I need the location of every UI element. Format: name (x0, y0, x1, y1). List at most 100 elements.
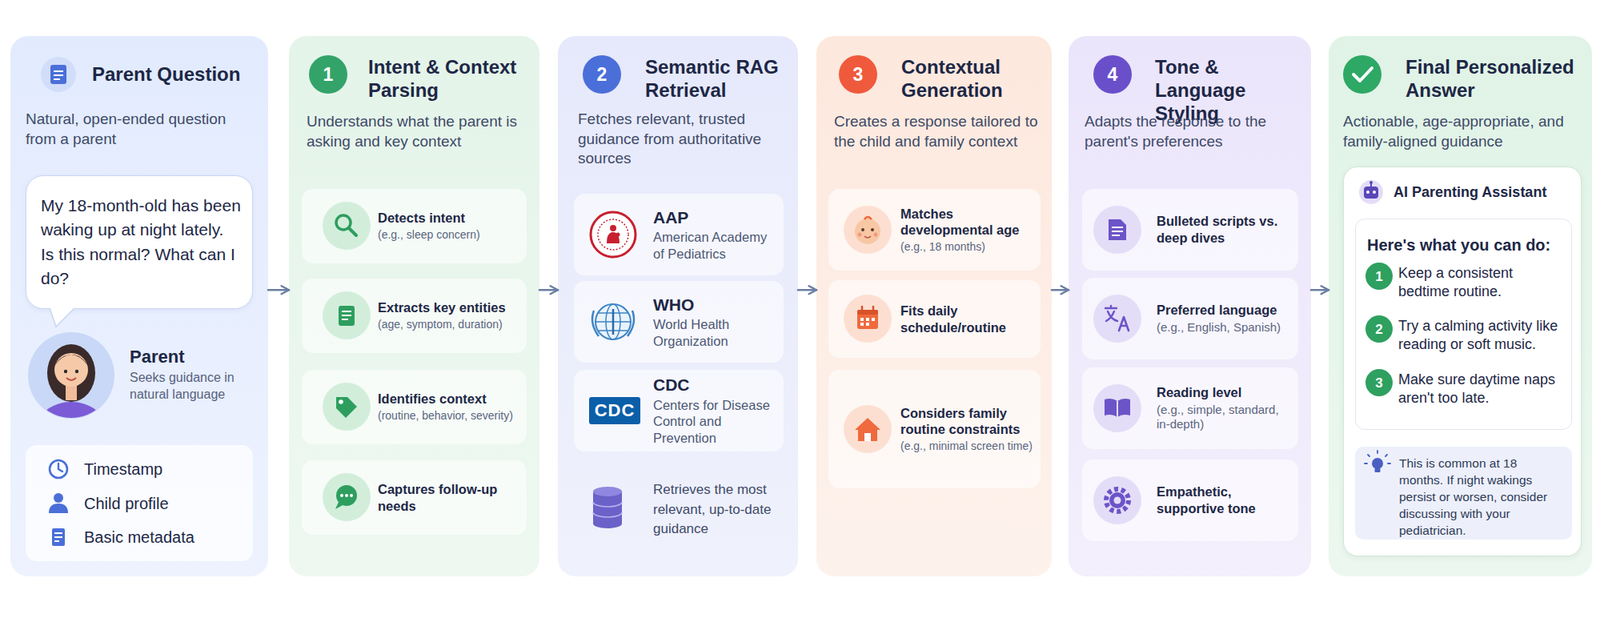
card-subtitle: (e.g., 18 months) (900, 240, 1035, 255)
badge-number: 3 (1375, 376, 1383, 390)
card-subtitle: (routine, behavior, severity) (377, 409, 521, 424)
answer-card: Here's what you can do: 1 2 3 (1355, 218, 1572, 430)
step-badge: 3 (838, 55, 878, 94)
card-subtitle: (e.g., minimal screen time) (900, 439, 1035, 454)
answer-heading: Here's what you can do: (1367, 235, 1568, 255)
source-full-name: World Health Organization (653, 316, 778, 349)
person-icon (48, 493, 69, 514)
feature-card: Preferred language(e.g., English, Spanis… (1082, 277, 1299, 360)
column-description: Understands what the parent is asking an… (306, 112, 531, 152)
column-description: Actionable, age-appropriate, and family-… (1343, 112, 1580, 152)
feature-card: WHOWorld Health Organization (573, 280, 784, 363)
feature-card: CDCCenters for Disease Control and Preve… (573, 369, 784, 452)
step-badge: 2 (582, 55, 622, 94)
book-icon (1093, 384, 1142, 433)
source-full-name: Centers for Disease Control and Preventi… (653, 396, 778, 447)
stage-column: Semantic RAG RetrievalFetches relevant, … (557, 36, 798, 577)
card-title: Considers family routine constraints (900, 405, 1035, 438)
metadata-item: Timestamp (84, 459, 245, 479)
card-title: Bulleted scripts vs. deep dives (1156, 212, 1292, 246)
card-title: Extracts key entities (377, 299, 521, 317)
home-icon (843, 405, 892, 454)
clock-icon (49, 460, 68, 478)
feature-card: Matches developmental age(e.g., 18 month… (828, 188, 1041, 271)
header-icon (40, 56, 77, 93)
card-title: Fits daily schedule/routine (900, 302, 1035, 336)
who-logo (592, 304, 634, 340)
step-badge: 1 (308, 55, 348, 94)
source-name: CDC (653, 374, 778, 395)
column-description: Fetches relevant, trusted guidance from … (577, 109, 788, 169)
script-icon (1093, 205, 1142, 254)
card-subtitle: (e.g., English, Spanish) (1156, 320, 1292, 336)
source-full-name: American Academy of Pediatrics (653, 228, 778, 262)
chat-icon (322, 473, 371, 522)
column-description: Natural, open-ended question from a pare… (25, 109, 258, 149)
stage-column: Parent QuestionNatural, open-ended quest… (10, 36, 269, 577)
metadata-box: TimestampChild profileBasic metadata (25, 445, 253, 562)
source-name: AAP (653, 207, 778, 228)
step-badge: 1 (1365, 262, 1393, 290)
search-icon (322, 201, 371, 250)
card-subtitle: (e.g., simple, standard, in-depth) (1156, 402, 1292, 434)
aap-logo (590, 212, 636, 257)
question-text: My 18-month-old has been waking up at ni… (40, 193, 241, 292)
step-badge: 3 (1365, 368, 1393, 397)
card-title: Empathetic, supportive tone (1156, 483, 1292, 517)
metadata-item: Basic metadata (84, 527, 245, 547)
feature-card: Bulleted scripts vs. deep dives (1082, 188, 1299, 271)
column-title: Final Personalized Answer (1405, 56, 1586, 103)
feature-card: Reading level(e.g., simple, standard, in… (1082, 367, 1299, 450)
parent-avatar (28, 332, 115, 454)
card-subtitle: (age, symptom, duration) (377, 317, 521, 333)
tip-box: This is common at 18 months. If night wa… (1355, 446, 1572, 540)
column-title: Intent & Context Parsing (368, 56, 533, 103)
card-title: Preferred language (1156, 301, 1292, 319)
badge-number: 3 (853, 65, 864, 85)
step-badge: 4 (1093, 55, 1132, 94)
tag-icon (322, 382, 371, 431)
tip-text: This is common at 18 months. If night wa… (1399, 455, 1564, 540)
feature-card: Extracts key entities(age, symptom, dura… (301, 278, 527, 353)
feature-card: Detects intent(e.g., sleep concern) (301, 188, 527, 264)
column-title: Contextual Generation (901, 56, 1046, 103)
step-badge: 2 (1365, 315, 1393, 343)
document-icon (52, 528, 65, 546)
panel-title: AI Parenting Assistant (1393, 184, 1570, 202)
source-name: WHO (653, 294, 778, 315)
gear-icon (1093, 476, 1142, 525)
card-title: Reading level (1156, 384, 1292, 402)
badge-number: 1 (1375, 269, 1383, 284)
card-subtitle: (e.g., sleep concern) (377, 228, 521, 243)
baby-icon (843, 205, 892, 254)
lightbulb-icon (1364, 450, 1391, 473)
column-description: Creates a response tailored to the child… (834, 112, 1044, 152)
bubble-tail (49, 307, 75, 327)
metadata-item: Child profile (84, 493, 245, 514)
flow-arrow (1311, 288, 1329, 292)
answer-panel: AI Parenting AssistantHere's what you ca… (1343, 166, 1582, 557)
card-title: Detects intent (377, 209, 521, 227)
card-title: Matches developmental age (900, 205, 1035, 239)
entity-icon (322, 291, 371, 340)
card-title: Captures follow-up needs (377, 481, 521, 514)
database-icon (593, 486, 622, 529)
check-badge (1343, 55, 1382, 94)
badge-number: 1 (323, 65, 334, 85)
feature-card: Fits daily schedule/routine (828, 280, 1041, 358)
column-title: Semantic RAG Retrieval (645, 56, 794, 103)
card-title: Identifies context (377, 390, 521, 408)
feature-card: Empathetic, supportive tone (1082, 459, 1299, 542)
column-description: Adapts the response to the parent's pref… (1084, 112, 1301, 152)
language-icon (1093, 294, 1142, 343)
flow-arrow (1051, 288, 1069, 292)
assistant-avatar (1359, 180, 1384, 205)
stage-column: Intent & Context ParsingUnderstands what… (288, 36, 540, 577)
badge-number: 2 (597, 65, 608, 85)
badge-number: 4 (1107, 65, 1119, 85)
flow-arrow (268, 288, 289, 292)
flow-arrow (797, 288, 817, 292)
badge-number: 2 (1375, 322, 1383, 337)
feature-card: AAPAmerican Academy of Pediatrics (573, 193, 784, 276)
